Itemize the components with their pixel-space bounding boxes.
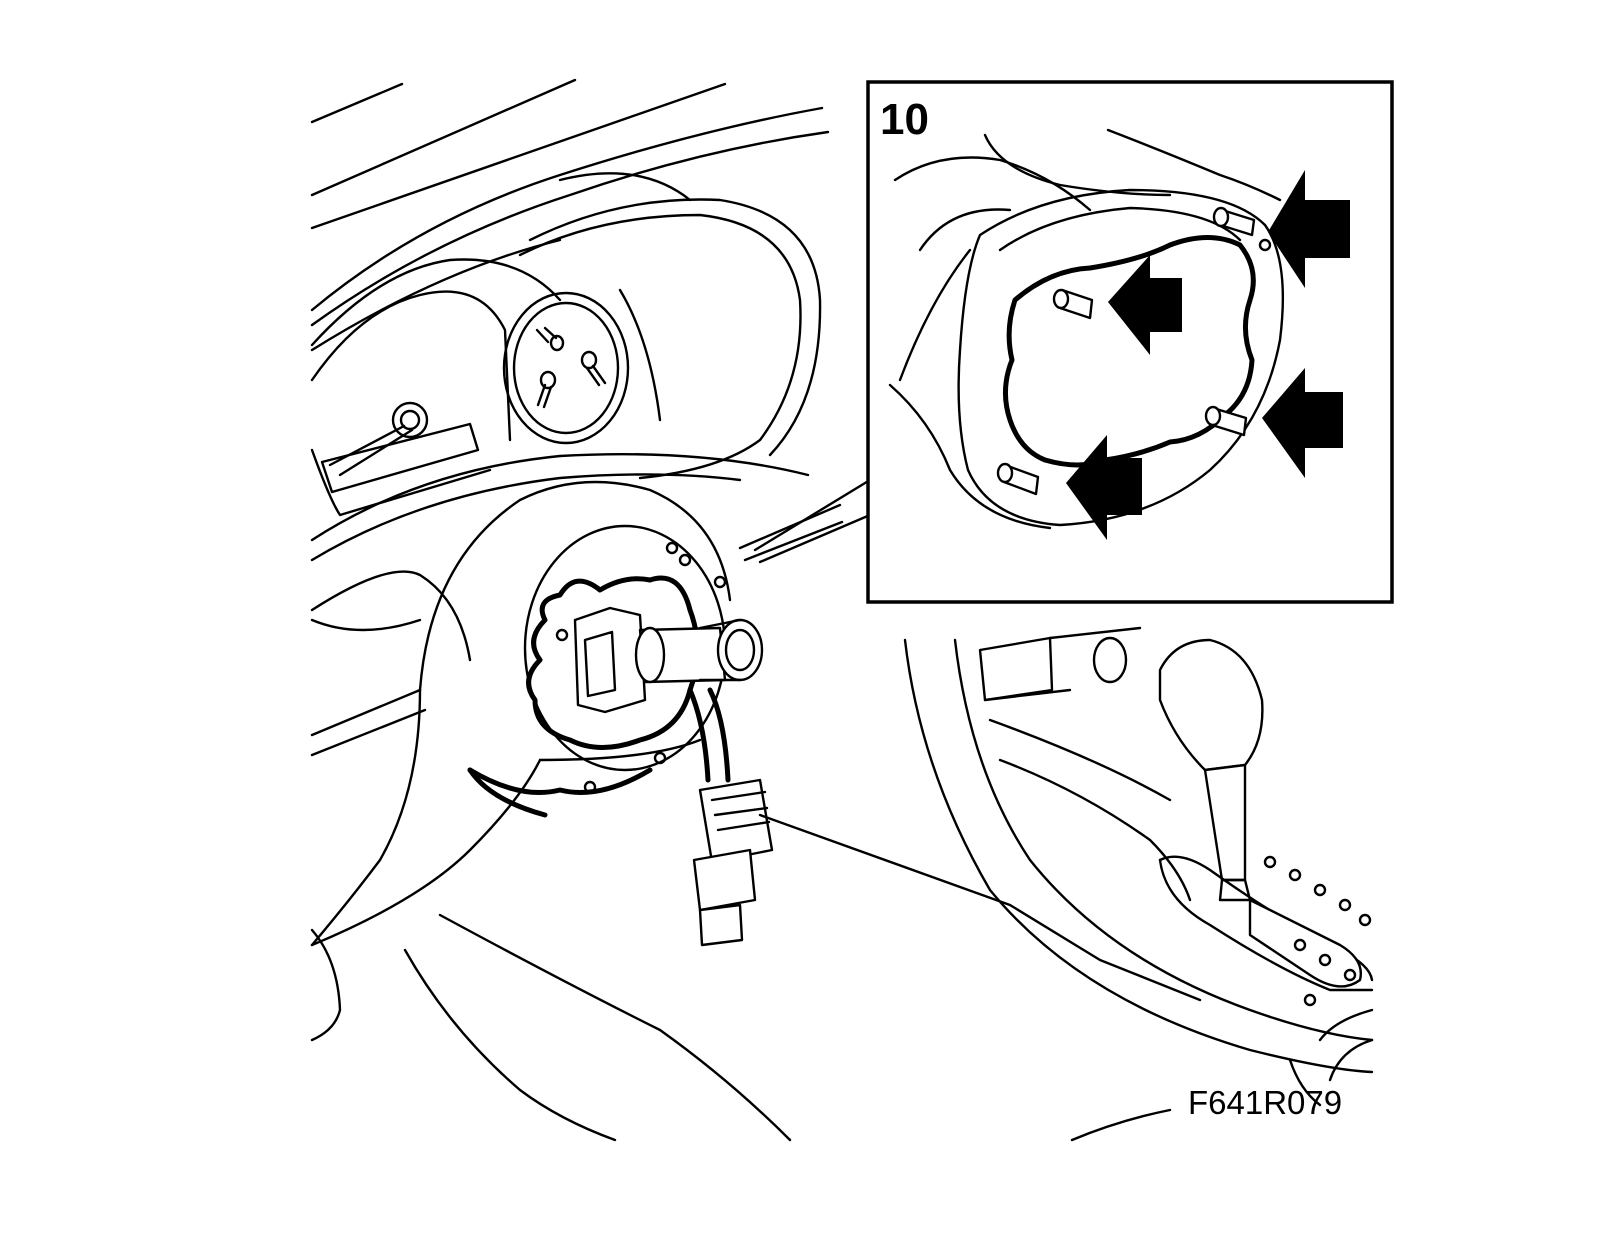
- arrow-upper-mid: [1108, 255, 1182, 355]
- lower-dash: [310, 813, 1202, 1142]
- callout-lines: [753, 478, 872, 564]
- steering-column-hub: [467, 524, 764, 818]
- detail-number-label: 10: [880, 95, 929, 144]
- arrow-lower-mid: [1066, 435, 1142, 540]
- arrow-top-right: [1268, 170, 1350, 288]
- figure-reference-code: F641R079: [1188, 1084, 1343, 1121]
- retaining-pin-top-left: [1052, 288, 1094, 320]
- retaining-pin-top-right: [1212, 206, 1256, 237]
- dashboard-top: [310, 78, 830, 352]
- detail-inset-frame: [866, 80, 1394, 604]
- detail-arrows: [1066, 170, 1350, 540]
- wiring-connector: [687, 687, 774, 947]
- dashboard-sweep: [310, 452, 844, 947]
- retaining-pin-bottom-left: [996, 462, 1040, 496]
- instrument-cluster: [310, 172, 822, 517]
- gear-selector: [903, 626, 1374, 1107]
- retaining-pin-bottom-right: [1204, 405, 1248, 437]
- arrow-lower-right: [1262, 368, 1343, 478]
- detail-column-cover: [888, 128, 1285, 530]
